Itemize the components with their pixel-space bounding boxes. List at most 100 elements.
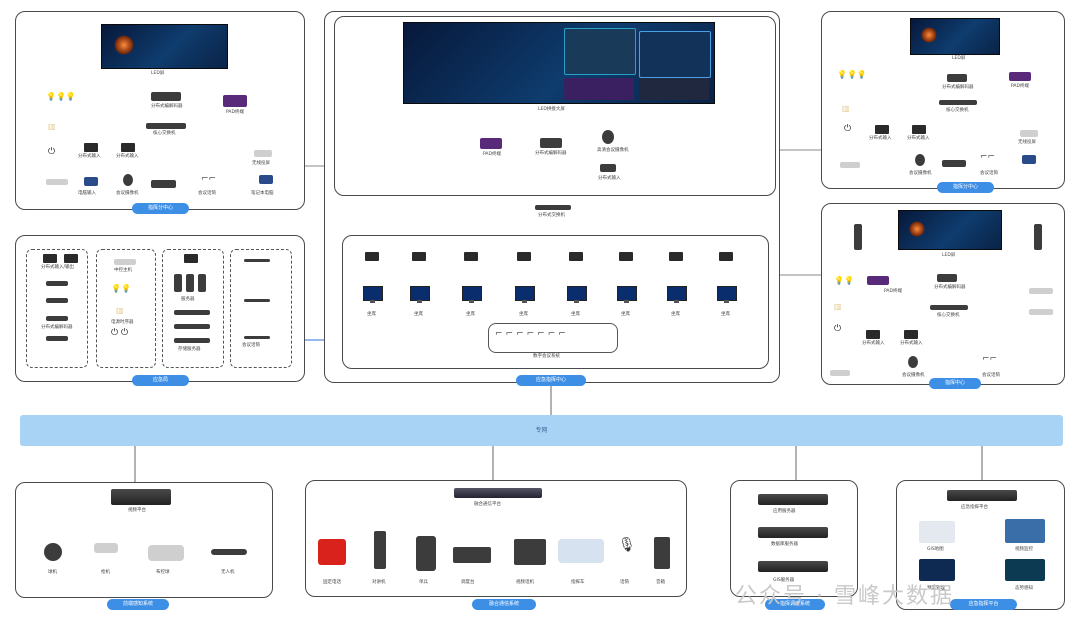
seat-box: [464, 252, 478, 261]
g3-server-1: [174, 310, 210, 315]
watermark: 公众号 · 雪峰大数据: [735, 584, 954, 609]
center-encoder-label: 分布式编解码器: [535, 151, 567, 156]
bm-item-5: 视频话机: [516, 580, 534, 585]
rt-item-2: 分布式输入: [907, 136, 930, 141]
rt-item-4: 会议话筒: [980, 171, 998, 176]
center-input-label: 分布式输入: [598, 176, 621, 181]
rm-plug-icon: ⏻: [834, 324, 842, 334]
seat-box: [619, 252, 633, 261]
mic-label: 数字会议系统: [533, 354, 560, 359]
rt-curtain-icon: ▥: [842, 104, 850, 113]
mic-icons: ⌐⌐⌐⌐⌐⌐⌐: [495, 329, 569, 339]
input-box-2: [121, 143, 135, 152]
item-label-6: 笔记本电脑: [251, 191, 274, 196]
rm-encoder: [937, 274, 957, 282]
vehicle-icon: [148, 545, 184, 561]
seat-box: [517, 252, 531, 261]
rm-bulb-icon: 💡💡: [834, 276, 854, 285]
seat-monitor: [617, 286, 637, 303]
br2-item-3: 预案管理: [927, 586, 945, 591]
center-tag: 应急指挥中心: [516, 375, 586, 386]
console-icon: [453, 547, 491, 563]
rm-screen-label: LED屏: [942, 253, 956, 258]
rm-encoder-label: 分布式编解码器: [934, 285, 966, 290]
rt-item-5: 无线投屏: [1018, 140, 1036, 145]
bl-item-2: 枪机: [101, 570, 110, 575]
rm-controller: [830, 370, 850, 376]
left-top-tag: 指挥分中心: [132, 203, 189, 214]
br2-item-4: 态势感知: [1015, 586, 1033, 591]
g2-device-1: [114, 259, 136, 265]
g2-plug-icon: ⏻ ⏻: [111, 328, 129, 338]
rt-tablet-label: PAD终端: [1011, 84, 1029, 89]
seat-monitor: [567, 286, 587, 303]
group-2: [96, 249, 156, 368]
right-mid-panel: LED屏 分布式编解码器 PAD终端 核心交换机 💡💡 ▥ ⏻ 分布式输入 分布…: [821, 203, 1065, 385]
encoder-label: 分布式编解码器: [151, 104, 183, 109]
rt-input-1: [875, 125, 889, 134]
g4-device-3: [244, 336, 270, 339]
rt-encoder-label: 分布式编解码器: [942, 85, 974, 90]
seat-monitor: [717, 286, 737, 303]
bulb-icon: 💡💡💡: [46, 92, 76, 101]
g3-server-2: [174, 324, 210, 329]
rm-mic-icon: ⌐⌐: [982, 354, 998, 364]
g2-bulb-icon: 💡💡: [111, 284, 131, 293]
laptop2-icon: [259, 175, 273, 184]
seat-box: [412, 252, 426, 261]
g3-rack-3: [198, 274, 206, 292]
g1-device-5: [46, 316, 68, 321]
g1-item-1: 分布式输入/输出: [41, 265, 75, 270]
rt-mic-icon: ⌐⌐: [980, 152, 996, 162]
seat-box: [669, 252, 683, 261]
center-tablet: [480, 138, 502, 149]
bodycam-icon: [416, 536, 436, 571]
server-3: [758, 561, 828, 572]
input-box-1: [84, 143, 98, 152]
bm-server: [454, 488, 542, 498]
rm-item-2: 分布式输入: [900, 341, 923, 346]
bl-server-label: 视频平台: [128, 508, 146, 513]
g1-item-2: 分布式编解码器: [41, 325, 73, 330]
rt-encoder: [947, 74, 967, 82]
g2-item-1: 中控主机: [114, 268, 132, 273]
rt-item-3: 会议摄像机: [909, 171, 932, 176]
rt-switch-label: 核心交换机: [946, 108, 969, 113]
right-top-panel: LED屏 分布式编解码器 PAD终端 核心交换机 💡💡💡 ▥ ⏻ 分布式输入 分…: [821, 11, 1065, 189]
g3-device-1: [184, 254, 198, 263]
bullet-camera-icon: [94, 543, 118, 553]
seat-box: [365, 252, 379, 261]
seat-monitor: [462, 286, 482, 303]
br2-item-2: 视频监控: [1015, 547, 1033, 552]
bottom-right1-tag: 指挥调度系统: [765, 599, 825, 610]
bottom-right2-tag: 应急指挥平台: [950, 599, 1017, 610]
item-label-7: 无线投屏: [252, 161, 270, 166]
server-2: [758, 527, 828, 538]
rm-tablet-label: PAD终端: [884, 289, 902, 294]
rt-controller: [840, 162, 860, 168]
g3-rack-2: [186, 274, 194, 292]
led-wall: [403, 22, 715, 104]
rm-curtain-icon: ▥: [834, 302, 842, 311]
laptop-icon: [84, 177, 98, 186]
led-screen-label: LED屏: [151, 71, 165, 76]
bl-server: [111, 489, 171, 505]
bm-item-1: 固定电话: [323, 580, 341, 585]
mic-group: ⌐⌐⌐⌐⌐⌐⌐: [488, 323, 618, 353]
item-label-3: 会议摄像机: [116, 191, 139, 196]
seat-label: 坐席: [621, 312, 630, 317]
rt-item-1: 分布式输入: [869, 136, 892, 141]
bm-item-6: 指挥车: [571, 580, 585, 585]
br2-item-1: GIS地图: [927, 547, 944, 552]
led-wall-label: LED拼接大屏: [538, 107, 565, 112]
center-tablet-label: PAD终端: [483, 152, 501, 157]
seat-label: 坐席: [671, 312, 680, 317]
g1-device-3: [46, 281, 68, 286]
seat-label: 坐席: [466, 312, 475, 317]
tablet-label: PAD终端: [226, 110, 244, 115]
rm-input-1: [866, 330, 880, 339]
projector-device: [254, 150, 272, 157]
seat-box: [569, 252, 583, 261]
g4-item-1: 会议话筒: [242, 343, 260, 348]
bottom-mid-panel: 融合通信平台 固定电话 对讲机 单兵 调度台 视频话机 指挥车 🎙 话筒 音箱: [305, 480, 687, 597]
